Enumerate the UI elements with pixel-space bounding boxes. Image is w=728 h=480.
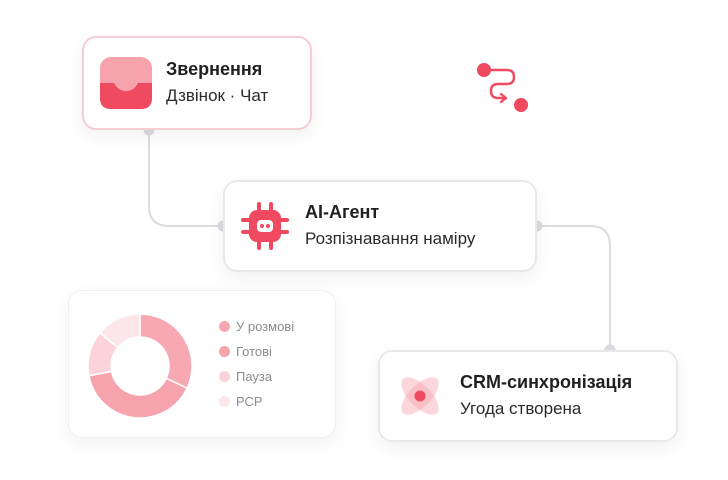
legend-item: Готові — [219, 343, 294, 359]
inbox-icon — [100, 57, 152, 109]
legend-swatch — [219, 370, 230, 382]
donut-slice-1 — [88, 370, 189, 419]
crm-sync-title: CRM-синхронізація — [460, 372, 633, 392]
legend-label: РСР — [236, 393, 263, 409]
connector-requests-agent — [148, 130, 223, 227]
atom-icon — [401, 377, 439, 415]
requests-card[interactable]: Звернення Дзвінок · Чат — [82, 36, 312, 130]
donut-slice-3 — [98, 313, 141, 349]
legend-label: Готові — [236, 343, 272, 359]
legend-item: РСР — [219, 393, 294, 409]
legend-label: У розмові — [236, 318, 295, 334]
ai-agent-subtitle: Розпізнавання наміру — [305, 229, 476, 248]
legend-label: Пауза — [236, 368, 273, 384]
legend-swatch — [219, 345, 230, 357]
legend-item: Пауза — [219, 368, 294, 384]
crm-sync-card[interactable]: CRM-синхронізація Угода створена — [378, 350, 678, 442]
requests-title: Звернення — [166, 59, 263, 79]
legend-swatch — [219, 320, 230, 332]
legend-item: У розмові — [219, 318, 295, 334]
robot-chip-icon — [241, 202, 289, 250]
ai-agent-title: AI-Агент — [305, 202, 380, 222]
donut-slice-0 — [139, 313, 193, 390]
status-donut-chart — [87, 313, 193, 419]
crm-sync-subtitle: Угода створена — [460, 399, 582, 418]
connector-agent-crm — [537, 225, 611, 350]
requests-subtitle: Дзвінок · Чат — [166, 86, 269, 105]
route-icon — [477, 63, 528, 112]
ai-agent-card[interactable]: AI-Агент Розпізнавання наміру — [223, 180, 537, 272]
legend-swatch — [219, 395, 230, 407]
